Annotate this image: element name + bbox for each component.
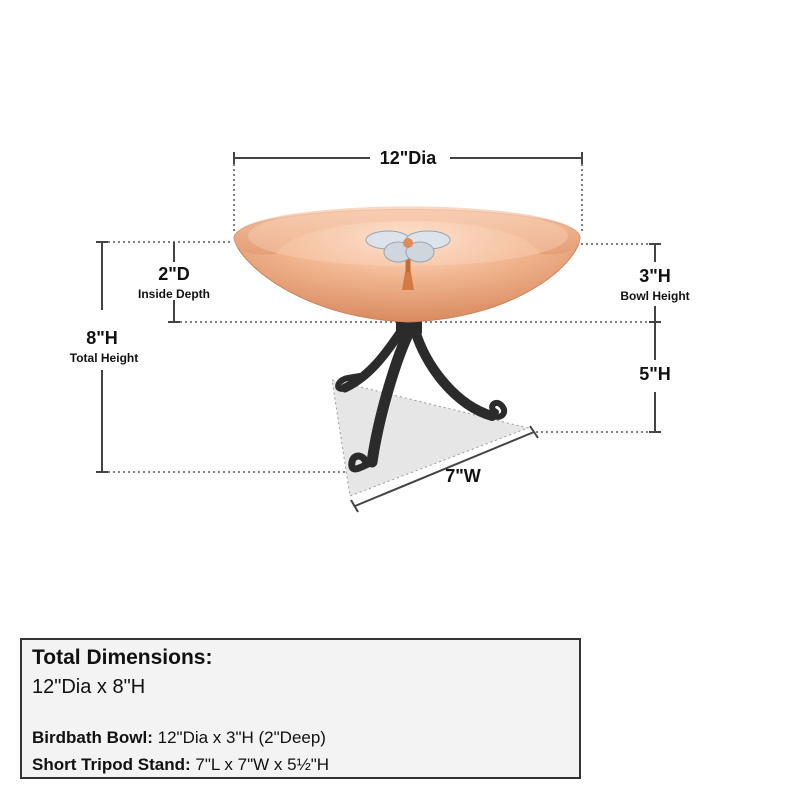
bowl-row-label: Birdbath Bowl: xyxy=(32,728,153,747)
inside-depth-value: 2"D xyxy=(158,264,190,284)
dimensions-panel: Total Dimensions: 12"Dia x 8"H Birdbath … xyxy=(20,638,581,779)
panel-title: Total Dimensions: xyxy=(32,646,213,669)
stand-footprint xyxy=(331,379,530,497)
total-height-caption: Total Height xyxy=(69,351,139,365)
stand-height-value: 5"H xyxy=(639,364,671,384)
panel-total: 12"Dia x 8"H xyxy=(32,676,146,698)
stand-row-value: 7"L x 7"W x 5½"H xyxy=(195,755,330,774)
diameter-label: 12"Dia xyxy=(379,148,437,168)
bowl-row-value: 12"Dia x 3"H (2"Deep) xyxy=(157,728,326,747)
tripod-stand xyxy=(335,318,508,473)
bowl-height-caption: Bowl Height xyxy=(620,289,690,303)
flower-ornament xyxy=(365,230,451,290)
panel-bowl-row: Birdbath Bowl: 12"Dia x 3"H (2"Deep) xyxy=(32,728,326,748)
panel-stand-row: Short Tripod Stand: 7"L x 7"W x 5½"H xyxy=(32,755,329,775)
total-height-value: 8"H xyxy=(86,328,118,348)
stand-width-value: 7"W xyxy=(445,466,481,486)
bowl-height-value: 3"H xyxy=(639,266,671,286)
stand-row-label: Short Tripod Stand: xyxy=(32,755,191,774)
inside-depth-caption: Inside Depth xyxy=(137,287,211,301)
dimension-lines xyxy=(96,152,661,513)
